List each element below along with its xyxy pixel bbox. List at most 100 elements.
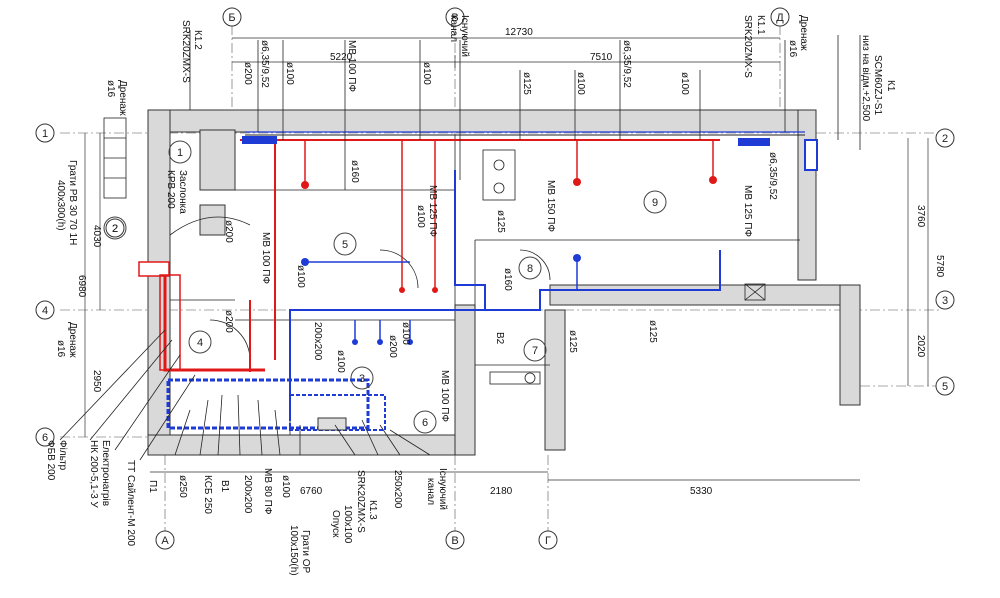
valve-label: МВ 150 ПФ — [545, 180, 556, 232]
valve-label: МВ 125 ПФ — [742, 185, 753, 237]
filter-label: Фільтр — [57, 440, 68, 471]
axis-label: А — [161, 535, 169, 547]
duct-size-label: ø100 — [400, 322, 411, 345]
valve-label: МВ 100 ПФ — [260, 232, 271, 284]
unit-k13-label: К1.3 — [367, 500, 378, 520]
top-labels: К1.2 SRK20ZMX-S ø6,35/9,52 ø200 ø100 МВ … — [180, 15, 896, 122]
room-8: 8 — [518, 256, 542, 280]
valve-label: МВ 100 ПФ — [346, 40, 357, 92]
grate-size: 400х300(h) — [55, 180, 66, 231]
dim-left-lower: 2950 — [91, 370, 102, 393]
duct-size-label: 250х200 — [392, 470, 403, 509]
axis-bubble-bottom-v: В — [445, 530, 465, 550]
axis-bubble-top-b: Б — [222, 7, 242, 27]
equipment — [242, 131, 818, 431]
duct-size-label: ø160 — [349, 160, 360, 183]
duct-size-label: ø100 — [295, 265, 306, 288]
duct-size-label: 100х100 — [342, 505, 353, 544]
dim-right-total: 5780 — [934, 255, 945, 278]
dim-top-right: 7510 — [590, 52, 613, 63]
unit-k1-label: К1 — [885, 80, 896, 92]
duct-size-label: ø160 — [502, 268, 513, 291]
axis-bubble-left-1: 1 — [35, 123, 55, 143]
duct-size-label: ø250 — [177, 475, 188, 498]
axis-label: 2 — [942, 133, 948, 145]
duct-size-label: ø100 — [280, 475, 291, 498]
grid-lines — [60, 25, 940, 540]
axis-bubble-right-2: 2 — [935, 128, 955, 148]
axis-label: В — [451, 535, 458, 547]
axis-label: 4 — [42, 305, 48, 317]
duct-size-label: ø200 — [387, 335, 398, 358]
unit-k13-model: SRK20ZMX-S — [355, 470, 366, 533]
axis-label: 2 — [112, 223, 118, 235]
unit-k12-label: К1.2 — [192, 30, 203, 50]
filter-model: ФБВ 200 — [45, 440, 56, 481]
room-7: 7 — [523, 338, 547, 362]
duct-size-label: ø200 — [242, 62, 253, 85]
valve-label: МВ 80 ПФ — [262, 468, 273, 515]
duct-size-label: ø125 — [567, 330, 578, 353]
axis-label: Д — [776, 12, 784, 24]
room-5: 5 — [333, 232, 357, 256]
duct-size-label: ø200 — [223, 310, 234, 333]
damper-type: КРВ 200 — [165, 170, 176, 209]
axis-bubble-bottom-a: А — [155, 530, 175, 550]
axis-label: Г — [545, 535, 551, 547]
supply-ducts — [138, 139, 720, 372]
unit-k11-model: SRK20ZMX-S — [742, 15, 753, 78]
drain-label: Дренаж — [117, 80, 128, 116]
axis-bubble-left-4: 4 — [35, 300, 55, 320]
existing-channel-label-2: канал — [425, 478, 436, 505]
duct-size-label: ø200 — [223, 220, 234, 243]
grille-v1-label: В1 — [219, 480, 230, 493]
dim-bottom-1: 6760 — [300, 486, 323, 497]
dim-left-upper: 4030 — [91, 225, 102, 248]
axis-bubble-right-3: 3 — [935, 290, 955, 310]
drain-size: ø16 — [787, 40, 798, 58]
duct-size-label: ø100 — [575, 72, 586, 95]
valve-label: МВ 100 ПФ — [439, 370, 450, 422]
pipe-label: ø6,35/9,52 — [767, 152, 778, 200]
plan-labels: Дренаж ø16 Грати РВ 30 70 1Н 400х300(h) … — [55, 80, 778, 422]
drain-label: Дренаж — [798, 15, 809, 51]
dim-right-upper: 3760 — [915, 205, 926, 228]
room-4: 4 — [188, 330, 212, 354]
drain-label: Дренаж — [67, 322, 78, 358]
unit-p1-label: П1 — [147, 480, 158, 493]
existing-channel-label: Існуючий — [459, 15, 470, 57]
duct-size-label: ø125 — [647, 320, 658, 343]
existing-channel-label: Існуючий — [437, 468, 448, 510]
drain-size: ø16 — [55, 340, 66, 358]
dim-top-total: 12730 — [505, 27, 533, 38]
axis-bubble-top-d: Д — [770, 7, 790, 27]
drain-size: ø16 — [105, 80, 116, 98]
duct-size-label: ø100 — [335, 350, 346, 373]
heater-label: Електронагрів — [100, 440, 111, 506]
svg-text:6: 6 — [422, 417, 428, 429]
dimension-lines — [84, 37, 929, 481]
svg-text:5: 5 — [342, 239, 348, 251]
svg-text:8: 8 — [527, 263, 533, 275]
duct-size-label: ø125 — [521, 72, 532, 95]
axis-label: 3 — [942, 295, 948, 307]
svg-text:4: 4 — [197, 337, 203, 349]
axis-bubble-left-2: 2 — [105, 218, 125, 238]
axis-label: 6 — [42, 432, 48, 444]
grate-size: 100х150(h) — [288, 525, 299, 576]
unit-k1-model: SCM60ZJ-S1 — [872, 55, 883, 115]
axis-label: В — [451, 12, 458, 24]
axis-bubble-left-6: 6 — [35, 427, 55, 447]
duct-size-label: ø100 — [415, 205, 426, 228]
duct-size-label: ø125 — [495, 210, 506, 233]
axis-bubble-top-v: В — [445, 7, 465, 27]
bottom-labels: Фільтр ФБВ 200 Електронагрів НК 200-5,1-… — [45, 440, 448, 576]
grille-v2-label: В2 — [494, 332, 505, 345]
axis-bubble-bottom-g: Г — [538, 530, 558, 550]
room-9: 9 — [643, 190, 667, 214]
svg-text:1: 1 — [177, 147, 183, 159]
box-label: КСБ 250 — [202, 475, 213, 514]
svg-text:3: 3 — [359, 373, 365, 385]
duct-size-label: ø100 — [421, 62, 432, 85]
pipe-label: ø6,35/9,52 — [259, 40, 270, 88]
